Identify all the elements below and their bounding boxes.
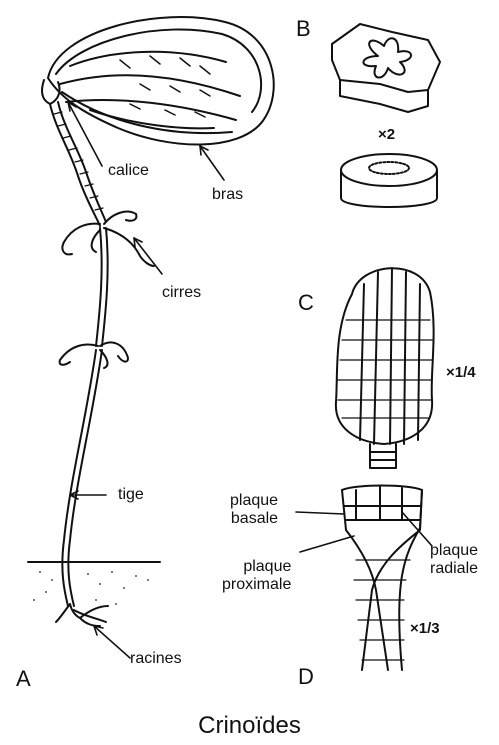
label-plaque-basale-line-2: basale [230,510,278,528]
label-plaque-radiale: plaque radiale [430,542,478,578]
scale-b: ×2 [378,126,395,143]
panel-a-letter: A [16,666,31,692]
label-bras: bras [212,186,243,204]
calyx-base-drawing [342,486,422,671]
label-racines: racines [130,650,182,668]
label-plaque-radiale-line-1: plaque [430,542,478,560]
panel-c-letter: C [298,290,314,316]
calyx-drawing [336,268,434,468]
label-plaque-basale-line-1: plaque [230,492,278,510]
label-calice: calice [108,162,149,180]
panel-d-letter: D [298,664,314,690]
label-tige: tige [118,486,144,504]
label-plaque-radiale-line-2: radiale [430,560,478,578]
panel-b-letter: B [296,16,311,42]
label-cirres: cirres [162,284,201,302]
label-plaque-proximale-line-2: proximale [222,576,291,594]
ossicle-drawings [332,24,440,207]
figure-title: Crinoïdes [0,712,499,740]
scale-c: ×1/4 [446,364,476,381]
label-plaque-proximale: plaque proximale [222,558,291,594]
label-plaque-basale: plaque basale [230,492,278,528]
crinoid-whole-drawing [28,17,274,626]
label-plaque-proximale-line-1: plaque [222,558,291,576]
scale-d: ×1/3 [410,620,440,637]
